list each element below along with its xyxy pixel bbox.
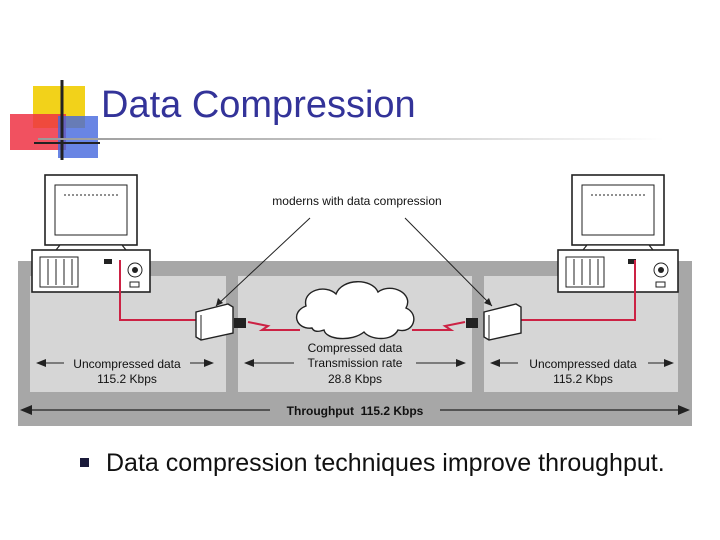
right-phone-line xyxy=(412,321,466,331)
bullet-text: Data compression techniques improve thro… xyxy=(106,449,665,477)
left-phone-line xyxy=(247,321,300,331)
logo-red-bar xyxy=(10,114,66,150)
compression-diagram: moderns with data compression Uncompress… xyxy=(18,174,692,426)
bullet-marker xyxy=(80,458,89,467)
throughput-label: Throughput 115.2 Kbps xyxy=(287,404,424,418)
callout-arrow-left xyxy=(215,217,311,307)
right-screen xyxy=(581,184,655,236)
right-segment-label: Uncompressed data xyxy=(529,357,637,371)
right-segment-rate: 115.2 Kbps xyxy=(553,372,613,386)
right-cable xyxy=(512,260,636,321)
right-computer xyxy=(557,174,679,293)
network-cloud xyxy=(295,281,415,340)
left-computer xyxy=(31,174,151,293)
left-modem xyxy=(195,303,246,341)
left-screen xyxy=(54,184,128,236)
middle-segment-label: Compressed data xyxy=(308,341,403,355)
logo-blue-square xyxy=(58,116,98,158)
title-divider xyxy=(38,138,664,140)
modem-callout-label: moderns with data compression xyxy=(272,194,441,208)
left-segment-rate: 115.2 Kbps xyxy=(97,372,157,386)
callout-arrow-right xyxy=(404,217,493,307)
slide-title: Data Compression xyxy=(101,84,416,126)
right-modem xyxy=(466,303,522,341)
middle-segment-rate: 28.8 Kbps xyxy=(328,372,382,386)
middle-segment-sublabel: Transmission rate xyxy=(308,356,403,370)
title-logo xyxy=(10,80,100,160)
left-cable xyxy=(119,260,200,321)
left-segment-label: Uncompressed data xyxy=(73,357,181,371)
